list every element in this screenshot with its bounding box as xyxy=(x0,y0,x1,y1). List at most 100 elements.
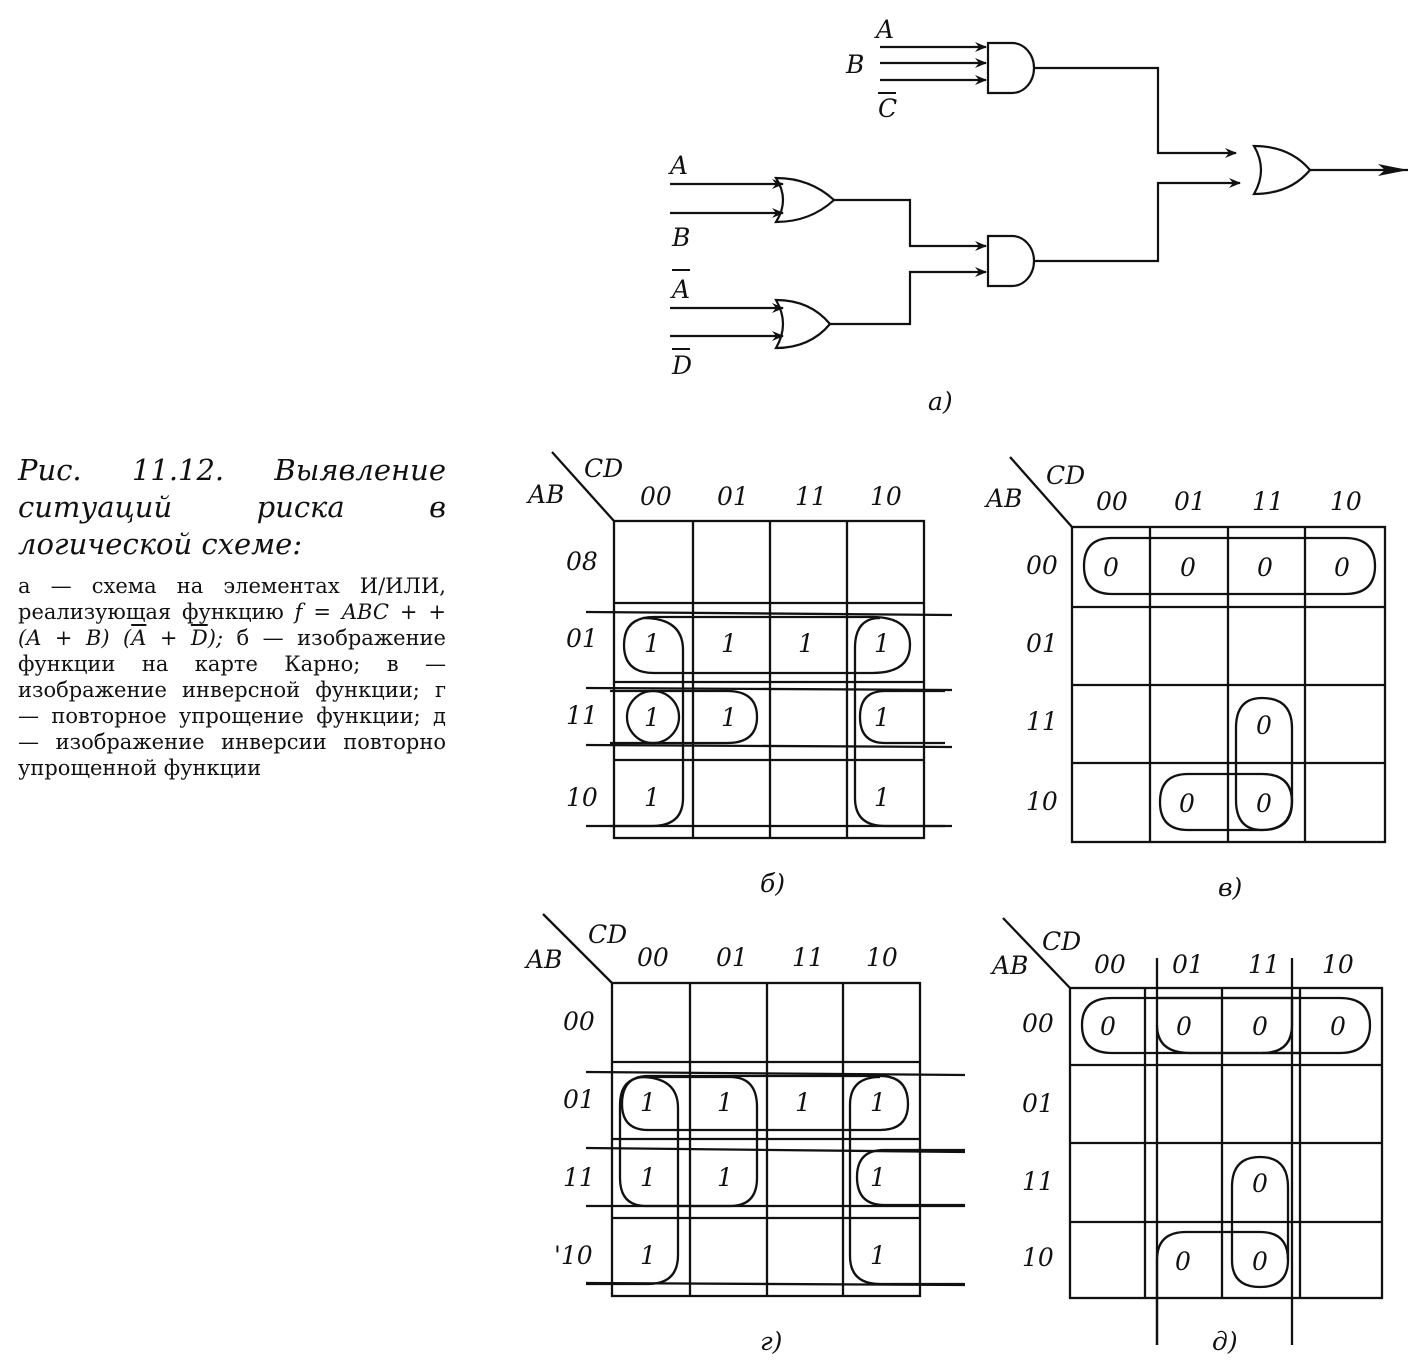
kmap-g-group-loop-col10 xyxy=(848,1075,965,1286)
kmap-g-cell-2-0: 1 xyxy=(640,1163,656,1192)
kmap-g-group-loop-row11-right xyxy=(855,1148,965,1207)
kmap-b: AB CD 00 01 11 10 08 01 11 10 1 1 1 1 1 … xyxy=(526,451,953,898)
or2-output-wire xyxy=(830,267,987,326)
or1-label-a: A xyxy=(668,151,688,180)
kmap-b-group-loop-row01 xyxy=(622,615,912,675)
or-gate-1 xyxy=(773,176,836,224)
kmap-v-col-label-0: 00 xyxy=(1096,487,1128,516)
kmap-d-row-var: AB xyxy=(990,951,1028,980)
kmap-b-cell-2-1: 1 xyxy=(721,703,737,732)
kmap-v-cell-3-2: 0 xyxy=(1256,789,1272,818)
kmap-v-row-label-1: 01 xyxy=(1026,629,1058,658)
or1-output-wire xyxy=(834,198,987,251)
kmap-v-row-label-3: 10 xyxy=(1026,787,1058,816)
figure-caption: Рис. 11.12. Выявление ситуаций риска в л… xyxy=(18,452,446,781)
circuit-labels: A B C A B A D а) xyxy=(668,15,953,416)
kmap-g-cell-1-2: 1 xyxy=(795,1088,811,1117)
kmap-b-group-loop-col10 xyxy=(853,616,945,828)
kmap-g-col-label-3: 10 xyxy=(866,943,898,972)
kmap-g-cell-3-3: 1 xyxy=(870,1241,886,1270)
kmap-g-cell-1-1: 1 xyxy=(717,1088,733,1117)
kmap-g: AB CD 00 01 11 10 00 01 11 '10 1 1 1 1 1… xyxy=(524,913,966,1356)
kmap-g-cell-2-1: 1 xyxy=(717,1163,733,1192)
kmap-b-col-label-3: 10 xyxy=(870,482,902,511)
kmap-d-group-loop-row10 xyxy=(1155,1230,1290,1345)
kmap-b-group-loop-row11-right xyxy=(858,689,945,745)
kmap-b-group-loop-col00 xyxy=(610,616,685,828)
kmap-b-cell-2-3: 1 xyxy=(874,703,890,732)
caption-formula-dbar: D xyxy=(190,626,208,650)
kmap-d-col-label-3: 10 xyxy=(1322,950,1354,979)
caption-body: а — схема на элементах И/ИЛИ, реализующа… xyxy=(18,573,446,781)
kmap-v-row-label-2: 11 xyxy=(1026,707,1058,736)
kmap-b-col-var: CD xyxy=(584,454,623,483)
kmap-b-col-label-1: 01 xyxy=(717,482,749,511)
kmap-b-part-label: б) xyxy=(760,869,785,898)
caption-formula-f-text: f = ABC xyxy=(294,600,389,624)
kmap-d-col-var: CD xyxy=(1042,927,1081,956)
and1-label-b: B xyxy=(845,50,864,79)
kmap-d-cell-0-3: 0 xyxy=(1330,1012,1346,1041)
kmap-g-group-loop-col00 xyxy=(586,1075,680,1286)
and-gate-2 xyxy=(986,234,1036,288)
kmap-g-group-loop-col01 xyxy=(618,1075,759,1208)
kmap-d-col-label-2: 11 xyxy=(1248,950,1280,979)
kmap-v-cell-0-1: 0 xyxy=(1180,553,1196,582)
kmap-v-row-label-0: 00 xyxy=(1026,551,1058,580)
or-gate-3 xyxy=(1252,144,1312,196)
kmap-d-col-label-0: 00 xyxy=(1094,950,1126,979)
kmap-b-diagonal xyxy=(551,451,615,522)
kmap-g-part-label: г) xyxy=(760,1327,782,1356)
kmap-v-cell-0-3: 0 xyxy=(1334,553,1350,582)
caption-formula-line2a: + (A + B) ( xyxy=(18,600,446,650)
kmap-b-row-label-2: 11 xyxy=(566,701,598,730)
kmap-v-col-label-3: 10 xyxy=(1330,487,1362,516)
kmap-b-cell-2-0: 1 xyxy=(644,703,660,732)
kmap-g-cell-3-0: 1 xyxy=(640,1241,656,1270)
caption-formula-f: f = ABC + xyxy=(295,600,418,624)
kmap-b-row-label-1: 01 xyxy=(566,624,598,653)
kmap-b-cell-3-0: 1 xyxy=(644,783,660,812)
caption-rest: б — изображение функции на карте Карно; … xyxy=(18,626,446,780)
kmap-g-row-label-0: 00 xyxy=(563,1007,595,1036)
kmap-g-col-label-2: 11 xyxy=(792,943,824,972)
kmap-v-cell-0-0: 0 xyxy=(1103,553,1119,582)
kmap-d: AB CD 00 01 11 10 00 01 11 10 0 0 0 0 0 … xyxy=(990,917,1384,1356)
and2-output-wire xyxy=(1034,178,1241,263)
kmap-b-group-loop-cell-11-00 xyxy=(625,689,681,745)
and-gate-1 xyxy=(986,41,1036,95)
kmap-b-col-label-0: 00 xyxy=(640,482,672,511)
kmap-b-ext-line-1 xyxy=(585,610,953,617)
kmap-d-group-loop-col01 xyxy=(1261,998,1294,1055)
or-gate-2 xyxy=(774,298,832,350)
logic-circuit xyxy=(670,41,1408,350)
caption-formula-mid: + xyxy=(146,626,191,650)
kmap-v-col-label-1: 01 xyxy=(1174,487,1206,516)
kmap-b-col-label-2: 11 xyxy=(795,482,827,511)
kmap-g-row-label-1: 01 xyxy=(563,1085,595,1114)
kmap-v: AB CD 00 01 11 10 00 01 11 10 0 0 0 0 0 … xyxy=(984,456,1387,902)
kmap-v-cell-0-2: 0 xyxy=(1257,553,1273,582)
kmap-g-cell-2-3: 1 xyxy=(870,1163,886,1192)
or2-label-a: A xyxy=(670,275,690,304)
kmap-b-ext-line-2 xyxy=(585,686,953,692)
kmap-g-col-label-1: 01 xyxy=(716,943,748,972)
caption-title: Рис. 11.12. Выявление ситуаций риска в л… xyxy=(18,453,446,561)
caption-formula-plus: + xyxy=(388,600,418,624)
circuit-part-label: а) xyxy=(928,387,953,416)
kmap-d-cell-0-0: 0 xyxy=(1100,1012,1116,1041)
kmap-d-row-label-3: 10 xyxy=(1022,1243,1054,1272)
kmap-v-part-label: в) xyxy=(1218,873,1242,902)
and1-output-wire xyxy=(1034,66,1237,158)
kmap-d-col-label-1: 01 xyxy=(1172,950,1204,979)
kmap-b-cell-3-3: 1 xyxy=(874,783,890,812)
kmap-v-row-var: AB xyxy=(984,484,1022,513)
kmap-v-group-loop-row10 xyxy=(1158,772,1294,832)
kmap-g-row-label-3: '10 xyxy=(554,1241,593,1270)
kmap-g-ext-line-2 xyxy=(585,1146,966,1154)
kmap-d-cell-3-2: 0 xyxy=(1252,1247,1268,1276)
kmap-g-row-var: AB xyxy=(524,945,562,974)
caption-part-a: а — схема на элементах И/ИЛИ, реализующа… xyxy=(18,574,446,624)
and1-label-a: A xyxy=(874,15,894,44)
